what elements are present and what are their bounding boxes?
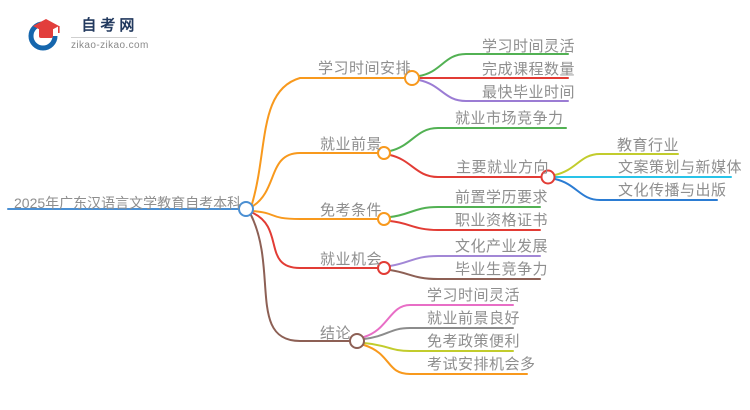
edge-conclusion-exemption-policy [363, 342, 514, 352]
site-logo[interactable]: 自考网 zikao-zikao.com [28, 15, 149, 53]
edge-graduate-competitiveness [389, 269, 541, 280]
edge-flexible-study-time [418, 53, 569, 77]
leaf-graduate-competitiveness-label: 毕业生竞争力 [455, 261, 549, 278]
edge-study-schedule [251, 77, 406, 205]
logo-text: 自考网 zikao-zikao.com [71, 17, 149, 51]
edge-cultural-industry-development [389, 255, 541, 267]
exam-exemption-circle [377, 212, 391, 226]
edge-prior-education-requirement [389, 206, 541, 218]
logo-divider [71, 37, 137, 38]
graduation-cap-icon [28, 19, 60, 51]
branch-main-employment-directions-label: 主要就业方向 [456, 159, 550, 176]
leaf-education-industry-label: 教育行业 [617, 137, 680, 154]
branch-study-schedule-label: 学习时间安排 [318, 60, 412, 77]
edge-conclusion-exam-opportunities [363, 344, 528, 375]
branch-conclusion-label: 结论 [320, 325, 352, 342]
leaf-conclusion-good-prospects-label: 就业前景良好 [427, 310, 521, 327]
edge-conclusion-flexible-time [363, 304, 514, 338]
leaf-conclusion-exam-opportunities-label: 考试安排机会多 [427, 356, 536, 373]
edge-exam-exemption [252, 210, 379, 220]
logo-domain: zikao-zikao.com [71, 40, 149, 51]
leaf-prior-education-requirement-label: 前置学历要求 [455, 189, 549, 206]
edge-professional-certificates [389, 220, 541, 231]
branch-employment-prospects-label: 就业前景 [320, 136, 383, 153]
conclusion-circle [349, 333, 365, 349]
branch-exam-exemption-label: 免考条件 [320, 202, 383, 219]
edge-culture-publishing [554, 178, 718, 201]
edge-main-employment-directions [389, 154, 542, 178]
edge-conclusion-good-prospects [363, 327, 514, 340]
edge-employment-prospects [252, 152, 379, 207]
edge-fastest-graduation [418, 79, 569, 102]
root-node-label: 2025年广东汉语言文学教育自考本科 [14, 195, 242, 211]
employment-opportunities-circle [377, 261, 391, 275]
leaf-culture-publishing-label: 文化传播与出版 [618, 182, 727, 199]
employment-prospects-circle [377, 146, 391, 160]
leaf-fastest-graduation-label: 最快毕业时间 [482, 84, 576, 101]
leaf-professional-certificates-label: 职业资格证书 [455, 212, 549, 229]
root-node-circle [238, 201, 254, 217]
main-employment-directions-circle [540, 169, 556, 185]
logo-title: 自考网 [81, 17, 139, 34]
leaf-conclusion-exemption-policy-label: 免考政策便利 [427, 333, 521, 350]
leaf-market-competitiveness-label: 就业市场竞争力 [455, 110, 564, 127]
leaf-flexible-study-time-label: 学习时间灵活 [482, 38, 576, 55]
study-schedule-circle [404, 70, 420, 86]
leaf-course-count-label: 完成课程数量 [482, 61, 576, 78]
edge-market-competitiveness [389, 127, 567, 152]
leaf-cultural-industry-development-label: 文化产业发展 [455, 238, 549, 255]
edge-employment-opportunities [252, 212, 379, 269]
leaf-copywriting-new-media-label: 文案策划与新媒体 [618, 159, 743, 176]
edge-education-industry [554, 153, 679, 176]
edge-conclusion [250, 214, 351, 342]
branch-employment-opportunities-label: 就业机会 [320, 251, 383, 268]
leaf-conclusion-flexible-time-label: 学习时间灵活 [427, 287, 521, 304]
